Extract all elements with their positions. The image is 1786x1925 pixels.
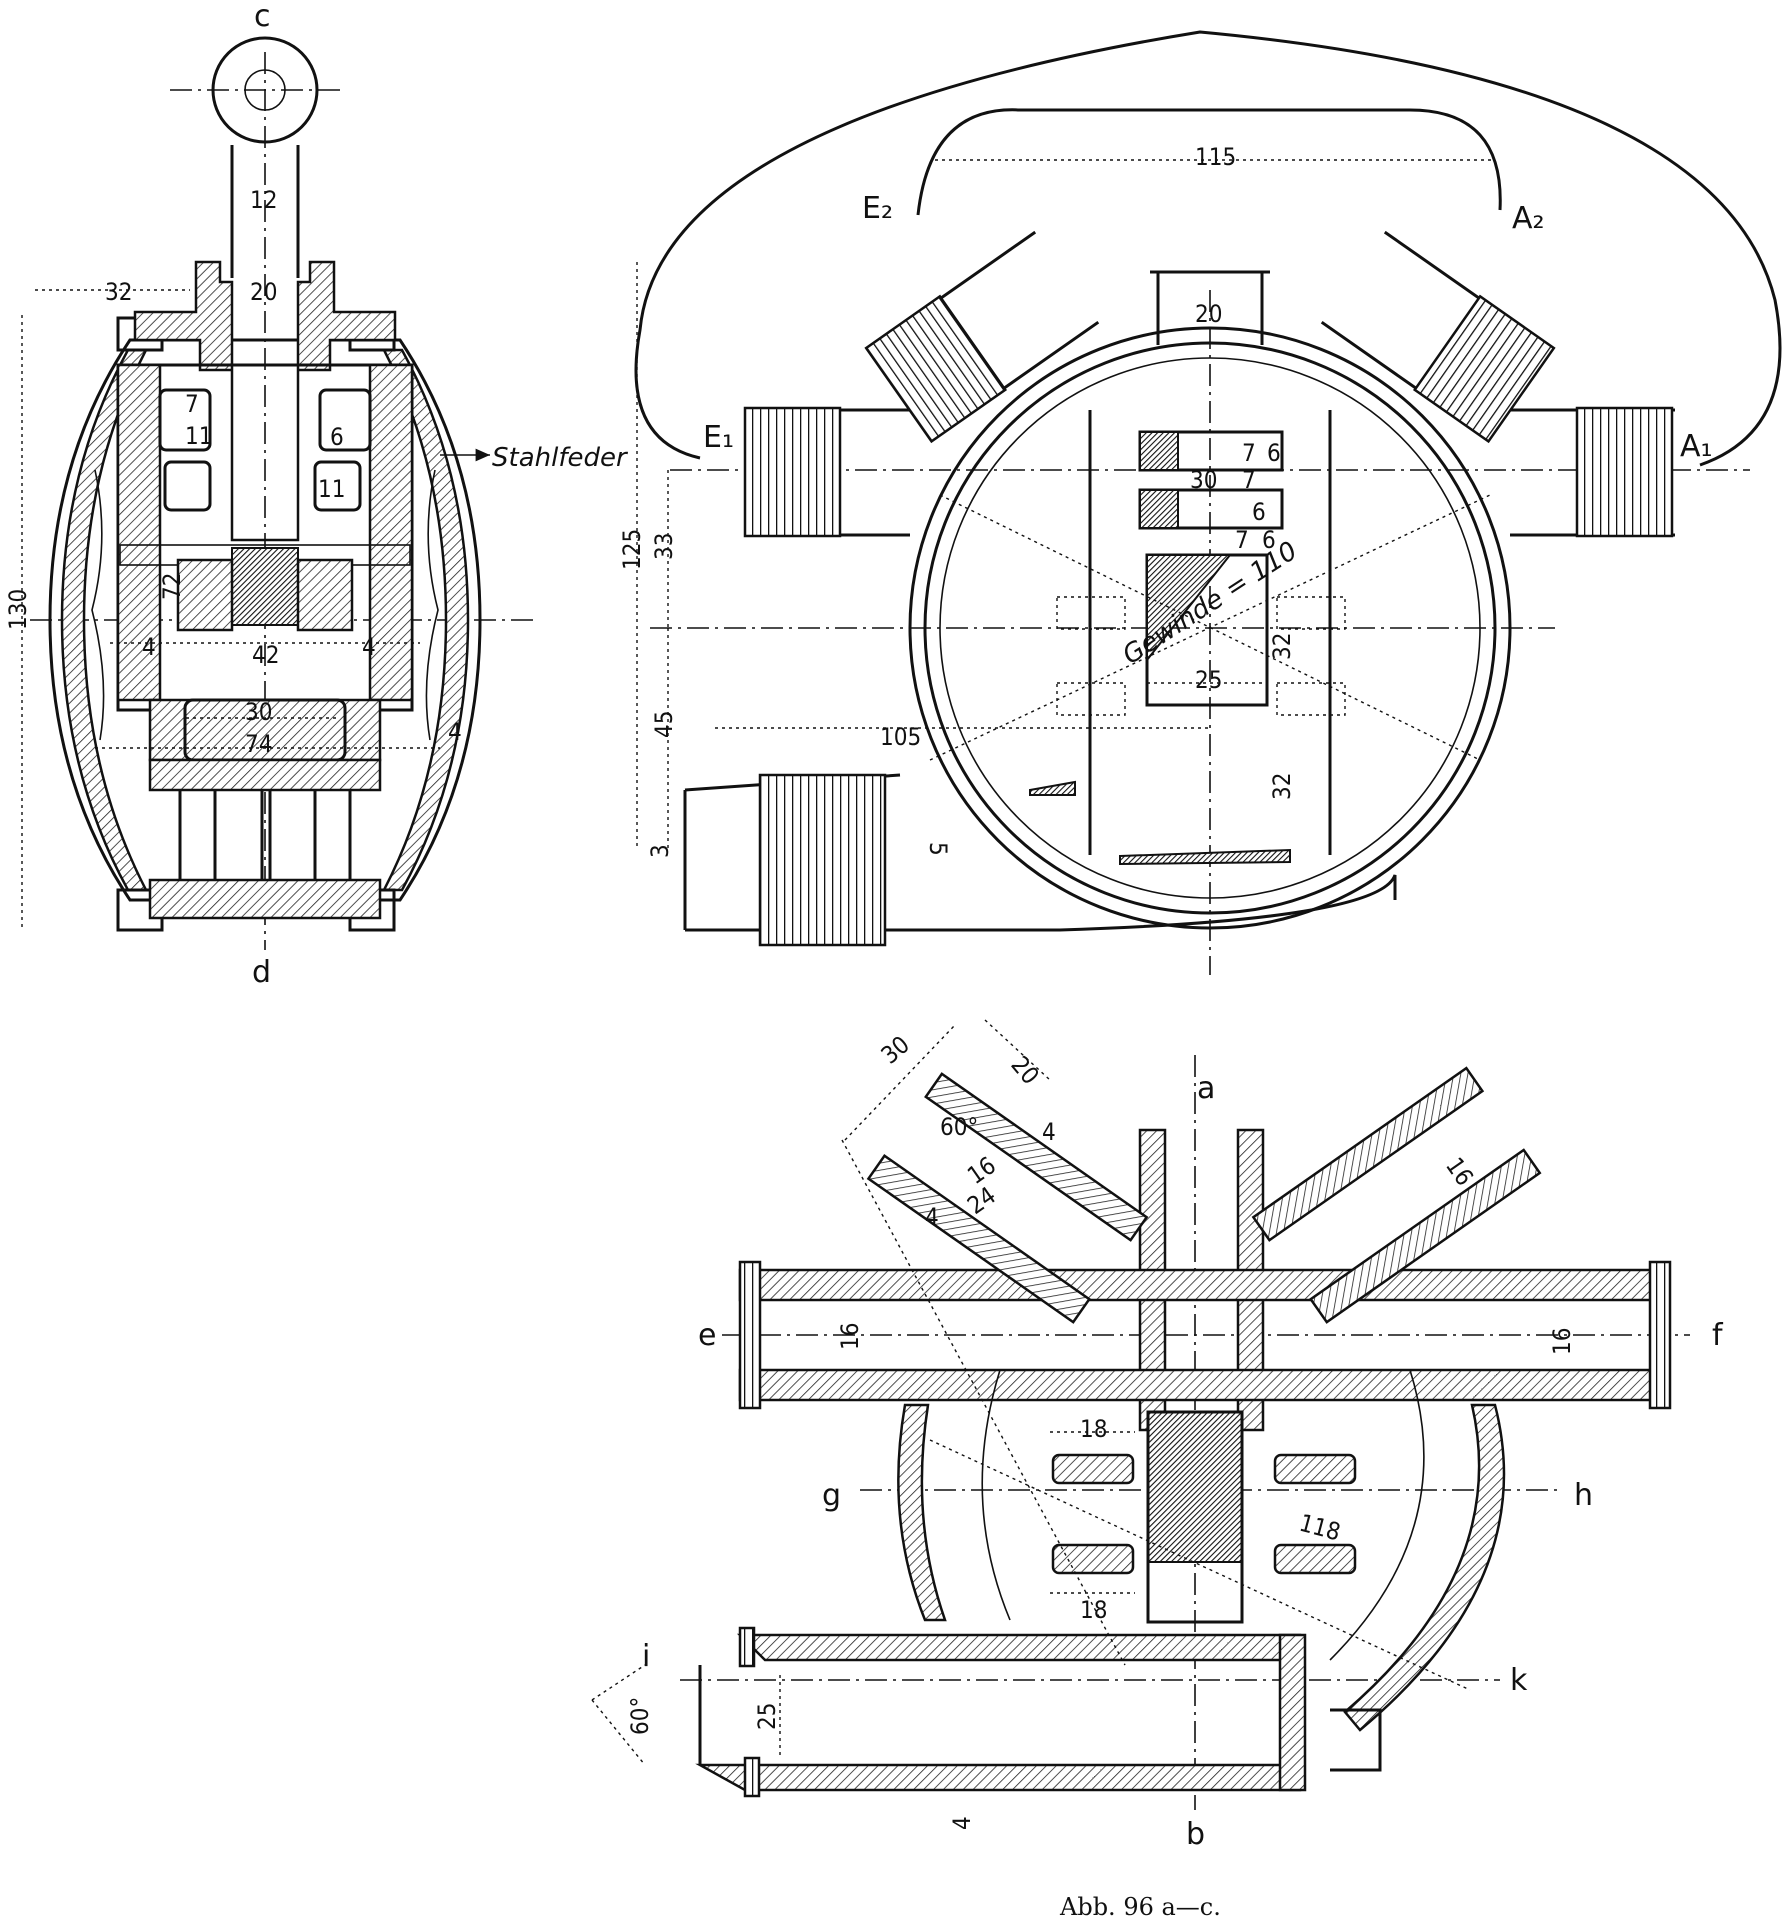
dim-c-118: 118	[1296, 1509, 1343, 1547]
dim-b-33: 33	[650, 533, 678, 560]
dim-b-30: 30	[1190, 466, 1217, 494]
dim-c-18-top: 18	[1080, 1415, 1107, 1443]
dim-b-7c: 7	[1235, 526, 1249, 554]
dim-a-6: 6	[330, 423, 344, 451]
dim-a-11b: 11	[318, 475, 345, 503]
port-label-a2: A₂	[1512, 201, 1545, 236]
port-label-a1: A₁	[1680, 429, 1713, 464]
dim-b-3: 3	[646, 844, 674, 858]
dim-a-12: 12	[250, 186, 277, 214]
dim-c-16-left: 16	[836, 1323, 864, 1350]
section-label-i: i	[642, 1639, 650, 1674]
view-a-section-cd	[21, 36, 535, 950]
dim-b-20: 20	[1195, 300, 1222, 328]
dim-c-30: 30	[876, 1030, 915, 1069]
view-b-plan	[634, 30, 1782, 975]
dim-b-32a: 32	[1268, 633, 1296, 660]
dim-a-20: 20	[250, 278, 277, 306]
dim-b-25: 25	[1195, 666, 1222, 694]
dim-b-115: 115	[1195, 143, 1236, 171]
dim-b-45: 45	[650, 711, 678, 738]
port-label-e2: E₂	[862, 191, 893, 226]
dim-c-25: 25	[753, 1703, 781, 1730]
dim-a-4-right: 4	[362, 633, 376, 661]
dim-c-18-bottom: 18	[1080, 1596, 1107, 1624]
dim-b-105: 105	[880, 723, 921, 751]
dim-b-125: 125	[618, 529, 646, 570]
dim-a-74: 74	[245, 730, 272, 758]
section-label-c: c	[254, 0, 271, 34]
figure-caption: Abb. 96 a—c.	[1059, 1893, 1221, 1921]
section-label-b: b	[1186, 1817, 1205, 1852]
view-c-section-ab	[591, 1019, 1690, 1810]
section-label-d: d	[252, 955, 271, 990]
section-label-f: f	[1712, 1318, 1724, 1353]
dim-b-7b: 7	[1242, 466, 1256, 494]
dim-c-20: 20	[1005, 1051, 1044, 1090]
dim-a-72: 72	[158, 573, 186, 600]
section-label-h: h	[1574, 1478, 1593, 1513]
dim-b-5: 5	[924, 842, 952, 856]
dim-a-30: 30	[245, 698, 272, 726]
note-stahlfeder: Stahlfeder	[492, 443, 629, 473]
dim-a-4-outer: 4	[448, 718, 462, 746]
dim-a-11: 11	[185, 422, 212, 450]
dim-c-4a: 4	[1042, 1118, 1056, 1146]
port-label-e1: E₁	[703, 420, 734, 455]
section-label-a: a	[1197, 1071, 1215, 1106]
dim-a-7: 7	[185, 390, 199, 418]
dim-c-16-right: 16	[1548, 1328, 1576, 1355]
dim-b-6c: 6	[1262, 526, 1276, 554]
dim-b-6b: 6	[1252, 498, 1266, 526]
dim-a-130: 130	[4, 589, 32, 630]
dim-c-4b: 4	[925, 1203, 939, 1231]
section-label-g: g	[822, 1478, 841, 1513]
dim-a-4-left: 4	[142, 633, 156, 661]
dim-b-7a: 7	[1242, 439, 1256, 467]
dim-b-6a: 6	[1267, 439, 1281, 467]
dim-a-42: 42	[252, 641, 279, 669]
dim-a-32: 32	[105, 278, 132, 306]
section-label-k: k	[1510, 1663, 1528, 1698]
dim-c-4-bottom: 4	[948, 1816, 976, 1830]
dim-c-60deg-b: 60°	[626, 1697, 654, 1735]
dim-b-32b: 32	[1268, 773, 1296, 800]
dim-c-60deg: 60°	[940, 1113, 978, 1141]
section-label-e: e	[698, 1318, 716, 1353]
